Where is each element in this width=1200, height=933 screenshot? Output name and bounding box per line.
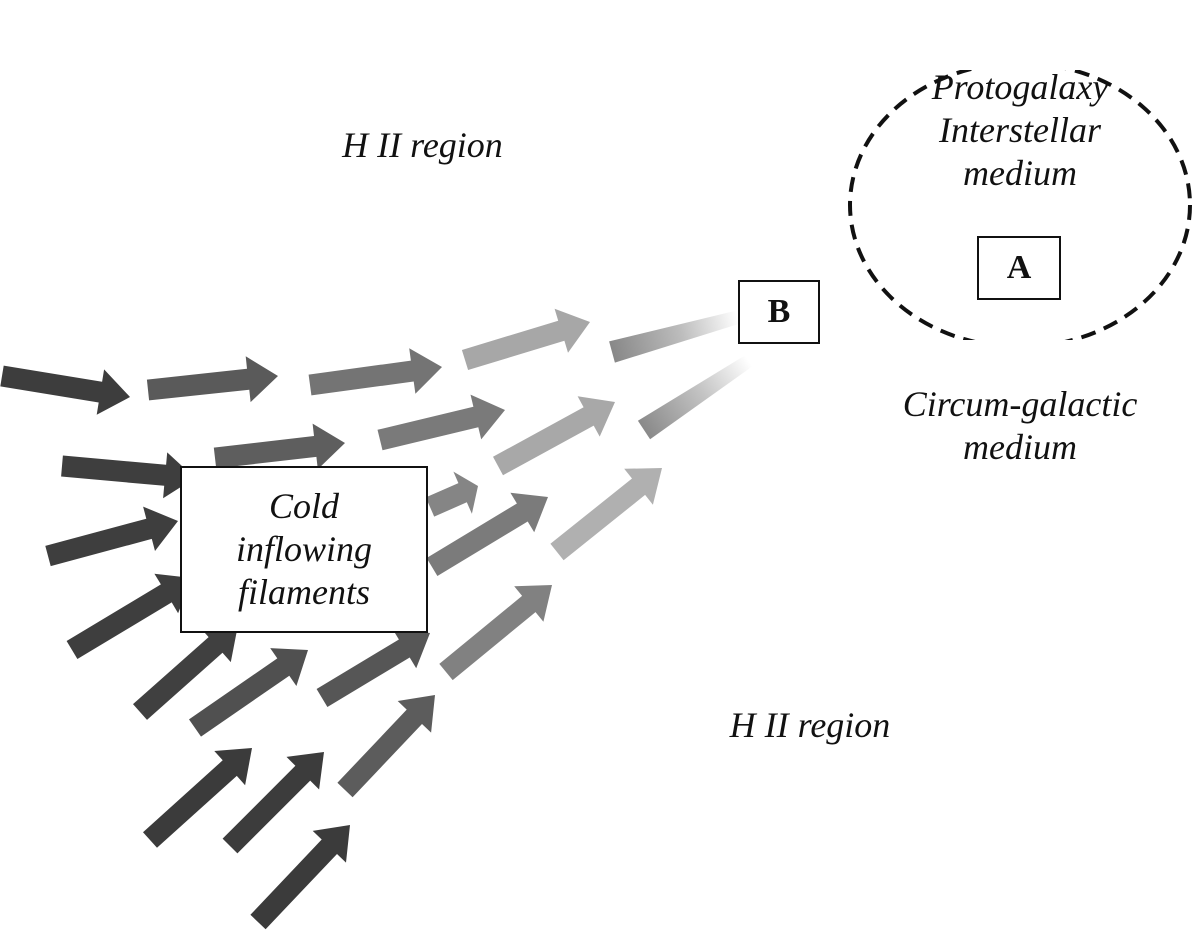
inflow-arrow: [143, 748, 252, 848]
inflow-arrow: [550, 468, 662, 561]
protogalaxy-line-3: medium: [963, 153, 1077, 193]
cold-filaments-line-1: Cold: [268, 486, 339, 526]
inflow-arrow: [337, 695, 435, 798]
protogalaxy-boundary: [848, 70, 1192, 340]
inflow-arrow: [189, 648, 308, 737]
inflow-arrow: [45, 506, 178, 567]
cold-filaments-box: Cold inflowing filaments: [180, 466, 428, 633]
inflow-arrow: [493, 396, 615, 476]
inflow-arrow: [61, 452, 195, 499]
inflow-arrow: [66, 573, 192, 659]
inflow-arrow: [308, 348, 442, 396]
hii-region-label-upper: H II region: [300, 124, 545, 167]
hii-region-label-lower: H II region: [690, 704, 930, 747]
inflow-arrow: [222, 752, 324, 854]
box-b: B: [738, 280, 820, 344]
inflow-arrow: [213, 423, 345, 470]
circum-galactic-line-2: medium: [963, 427, 1077, 467]
inflow-arrow: [146, 356, 278, 403]
cold-filaments-line-2: inflowing: [235, 529, 373, 569]
cold-filaments-label: Cold inflowing filaments: [236, 485, 372, 614]
cold-filaments-line-3: filaments: [238, 572, 370, 612]
inflow-arrow: [377, 394, 505, 451]
box-b-label: B: [767, 293, 791, 330]
inflow-arrow: [0, 365, 130, 415]
hii-region-lower-text: H II region: [729, 705, 891, 745]
inflow-arrow: [425, 471, 478, 517]
circum-galactic-label: Circum-galactic medium: [870, 383, 1170, 469]
inflow-arrow: [439, 585, 552, 681]
box-a-label: A: [1006, 249, 1032, 286]
inflow-arrow: [316, 628, 430, 707]
protogalaxy-label: Protogalaxy Interstellar medium: [880, 66, 1160, 195]
inflow-arrow: [461, 308, 590, 370]
protogalaxy-line-1: Protogalaxy: [931, 67, 1109, 107]
fading-inflow-arrow: [609, 309, 744, 363]
circum-galactic-line-1: Circum-galactic: [902, 384, 1138, 424]
inflow-arrow: [133, 625, 238, 720]
fading-inflow-arrow: [637, 354, 754, 440]
inflow-arrow: [426, 492, 548, 576]
box-a: A: [977, 236, 1061, 300]
hii-region-upper-text: H II region: [342, 125, 503, 165]
inflow-arrow: [250, 825, 350, 930]
protogalaxy-line-2: Interstellar: [939, 110, 1101, 150]
